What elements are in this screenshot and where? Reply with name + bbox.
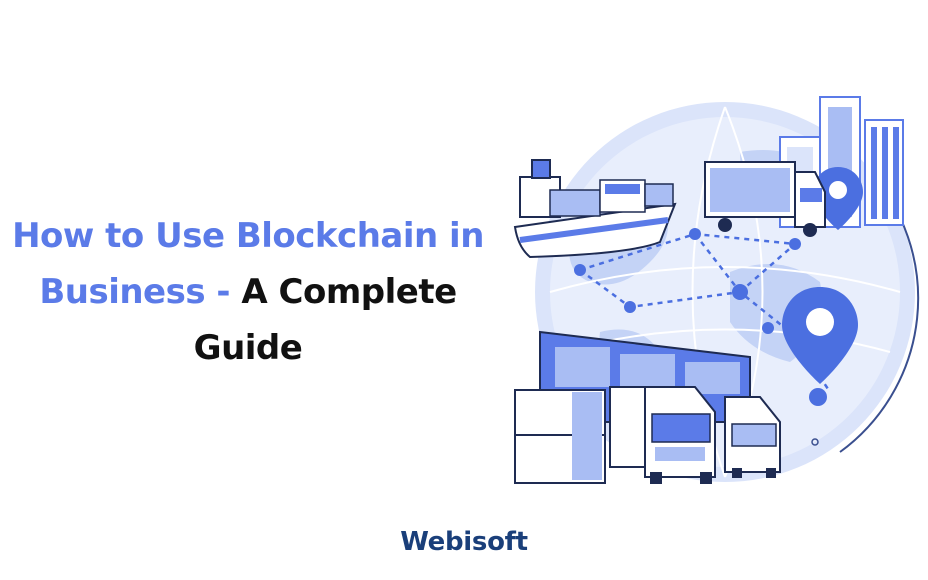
headline-line3: Guide xyxy=(193,328,303,368)
ship-icon xyxy=(513,159,677,259)
warehouse-icon xyxy=(514,330,751,484)
headline: How to Use Blockchain in Business - A Co… xyxy=(0,208,496,376)
headline-line2-rest: A Complete xyxy=(241,272,457,312)
brand-name: Webisoft xyxy=(400,527,528,557)
logistics-illustration xyxy=(513,96,920,484)
network-nodes xyxy=(574,228,827,406)
truck-icon xyxy=(704,161,826,237)
headline-line1: How to Use Blockchain in xyxy=(12,216,484,256)
truck-front-icon xyxy=(609,386,781,484)
headline-line2-highlight: Business - xyxy=(39,272,242,312)
